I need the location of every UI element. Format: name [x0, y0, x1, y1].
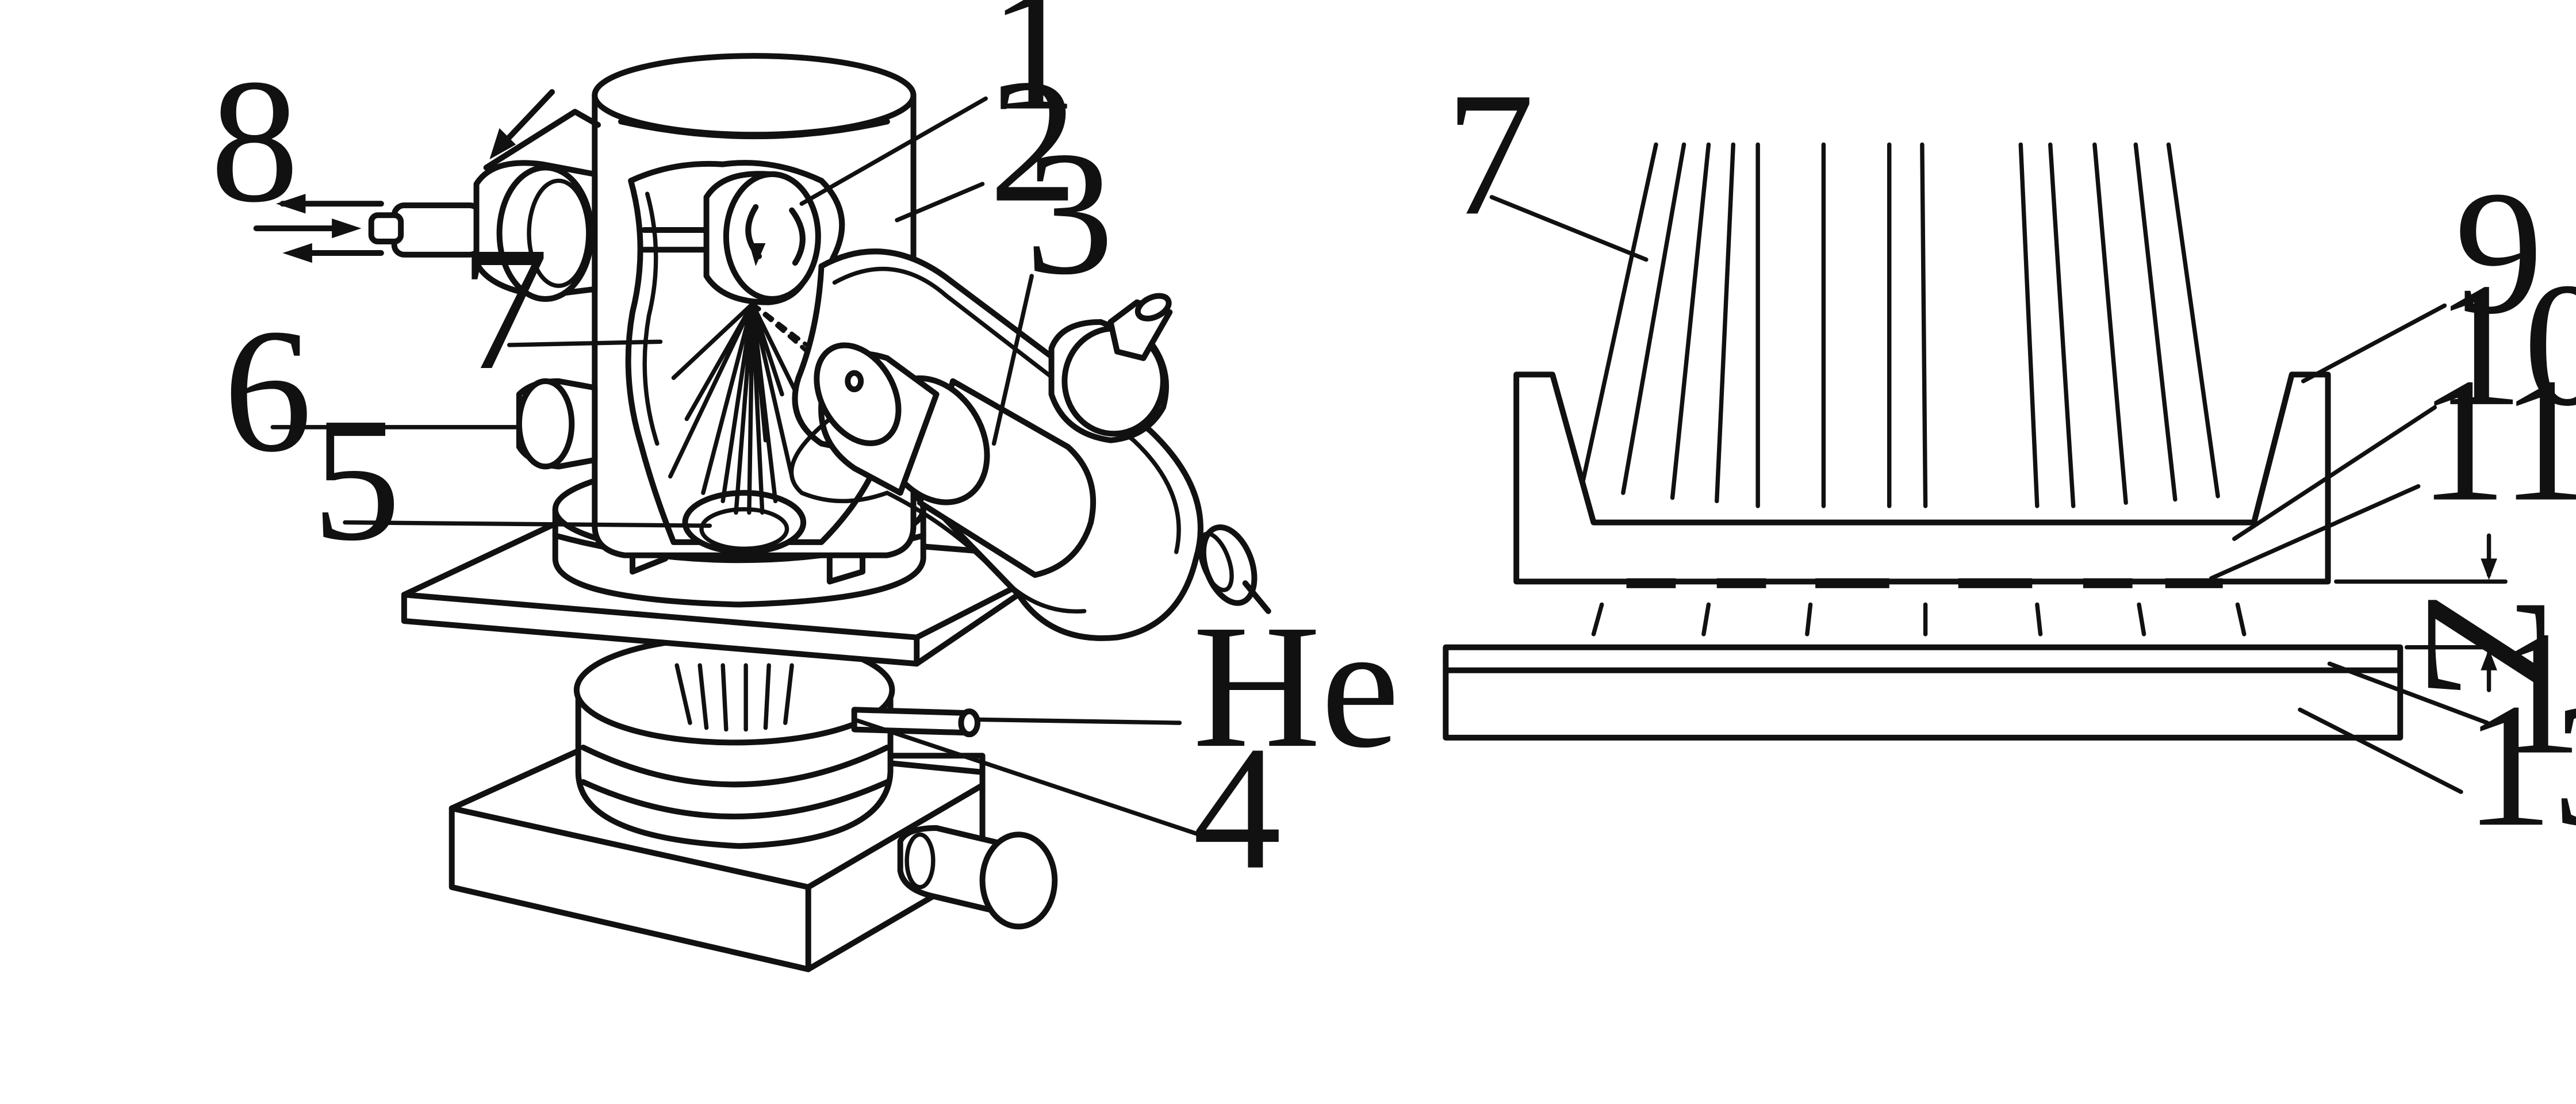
- pedestal: [573, 634, 895, 849]
- label-3: 3: [1025, 114, 1114, 311]
- label-1: 1: [989, 0, 1078, 147]
- label-11: 11: [2418, 342, 2576, 538]
- section-rays: [1578, 142, 2220, 508]
- gap-dimension: [2334, 533, 2508, 692]
- bottom-knob: [887, 753, 1058, 930]
- left-motor: [368, 109, 601, 302]
- motion-arrows: [253, 89, 555, 263]
- label-13: 13: [2464, 666, 2576, 863]
- label-4: 4: [1193, 710, 1281, 906]
- wafer: [1443, 644, 2404, 741]
- x-ray-tube: [641, 171, 821, 305]
- pedestal-rays: [674, 663, 794, 732]
- labels: 1 2 3 4 5 6 7 8 He 7 9 10 11 12 13 Z: [210, 0, 2576, 906]
- label-he: He: [1193, 588, 1400, 784]
- right-leader-lines: [1489, 195, 2490, 794]
- left-knob: [516, 378, 598, 470]
- label-9: 9: [2455, 154, 2543, 351]
- arm-knob: [1048, 293, 1173, 443]
- label-8: 8: [210, 43, 299, 239]
- arm-lower-knob: [1197, 524, 1271, 614]
- gap-rays: [1591, 602, 2247, 637]
- label-7-right: 7: [1446, 55, 1534, 252]
- absorber-pattern: [1626, 578, 2223, 588]
- detector-arm: [792, 248, 1203, 641]
- mask-holder: [1513, 371, 2331, 585]
- apparatus-drawing: [253, 53, 1271, 972]
- label-10: 10: [2435, 246, 2576, 443]
- label-2: 2: [989, 43, 1078, 239]
- label-5: 5: [312, 381, 401, 577]
- label-z: Z: [2390, 592, 2576, 700]
- label-7-left: 7: [460, 210, 549, 407]
- cross-section-drawing: [1443, 142, 2508, 794]
- label-6: 6: [224, 292, 312, 489]
- he-inlet-tube: [851, 707, 980, 738]
- sample-opening: [682, 490, 807, 555]
- left-leader-lines: [270, 96, 1202, 837]
- label-12: 12: [2494, 595, 2576, 791]
